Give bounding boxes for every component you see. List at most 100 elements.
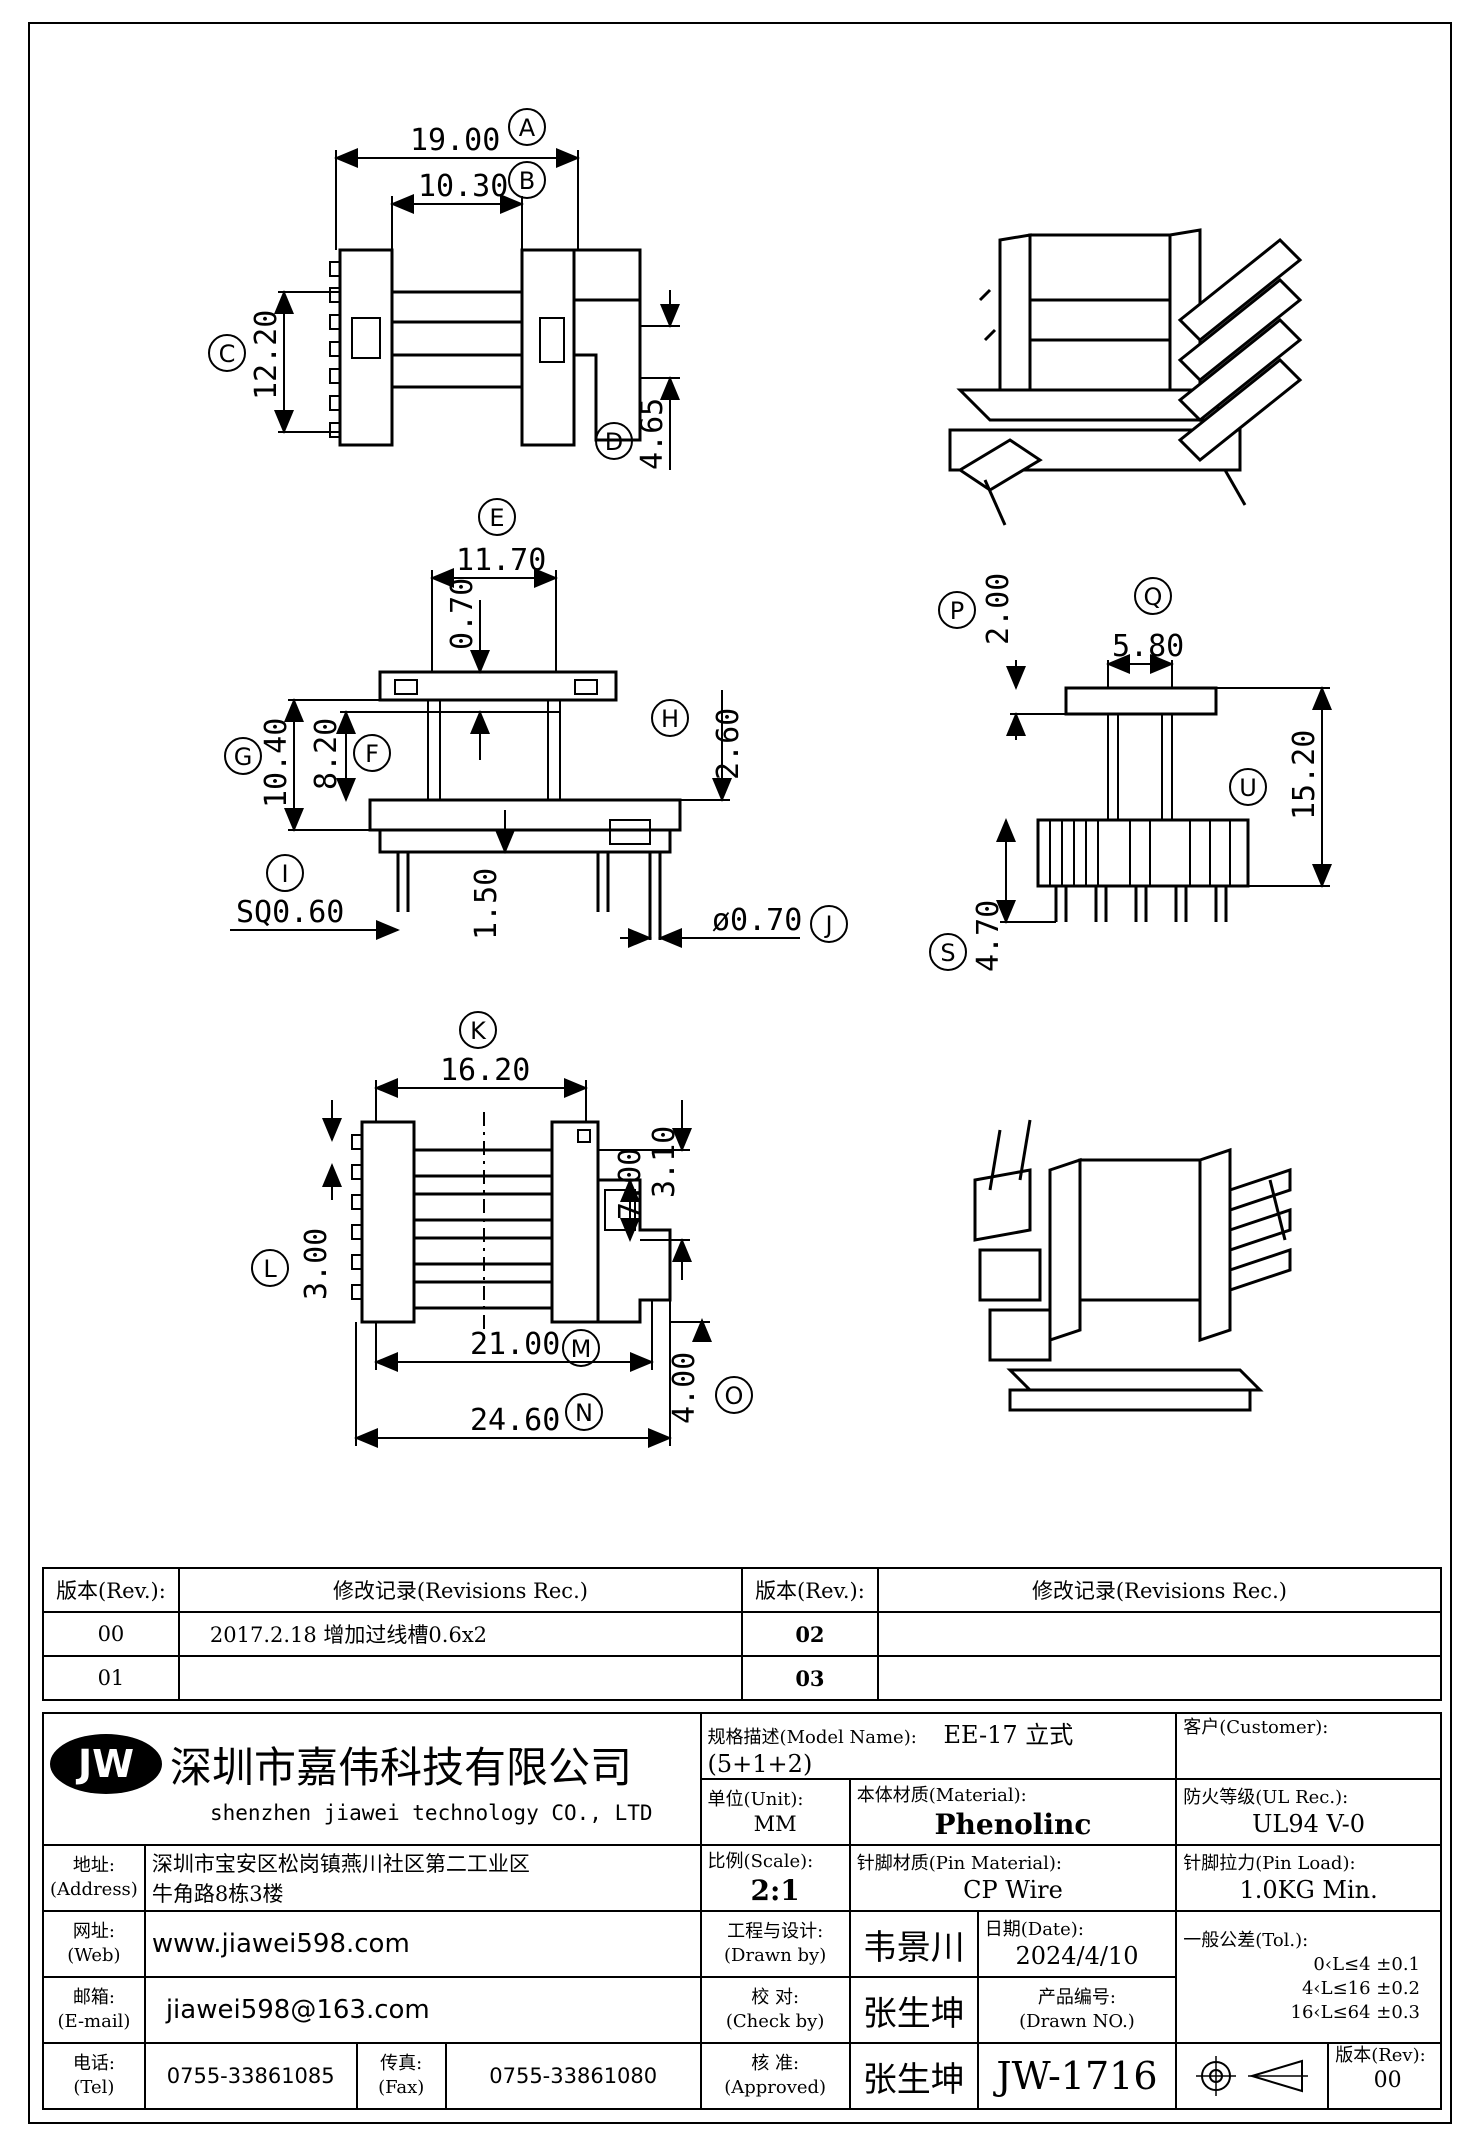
svg-text:O: O	[725, 1382, 744, 1410]
rev-cell: 01	[42, 1655, 180, 1701]
callout-D: D	[595, 422, 633, 460]
projection-rev-cell: 版本(Rev): 00	[1175, 2042, 1442, 2110]
address-line-2: 牛角路8栋3楼	[151, 1882, 284, 1906]
callout-F: F	[353, 734, 391, 772]
address-label-en: (Address)	[50, 1879, 138, 1900]
callout-E: E	[478, 498, 516, 536]
product-label-en: (Drawn NO.)	[1019, 2011, 1135, 2032]
company-name-cn: 深圳市嘉伟科技有限公司	[170, 1742, 633, 1792]
dim-pin-length-value: 1.50	[469, 868, 504, 940]
check-by-value: 张生坤	[848, 1976, 979, 2044]
svg-text:B: B	[519, 167, 535, 195]
email-link[interactable]: jiawei598@163.com	[143, 1976, 702, 2044]
callout-I: I	[266, 854, 304, 892]
callout-markers: A B C D E F G H I J P Q U S K L M N O	[208, 108, 1267, 1431]
callout-P: P	[938, 591, 976, 629]
tolerance-label: 一般公差(Tol.):	[1183, 1930, 1309, 1951]
svg-text:D: D	[605, 428, 623, 456]
technical-drawing: 19.00 10.30 12.20 4.65	[208, 108, 1332, 1448]
callout-A: A	[508, 108, 546, 146]
address-cell: 深圳市宝安区松岗镇燕川社区第二工业区牛角路8栋3楼	[143, 1844, 702, 1912]
dim-N-value: 24.60	[470, 1403, 560, 1438]
tolerance-row-2: 4‹L≤16 ±0.2	[1301, 1978, 1420, 1999]
rev-cell: 版本(Rev): 00	[1329, 2044, 1440, 2108]
tel-label-cell: 电话: (Tel)	[42, 2042, 146, 2110]
tel-label-en: (Tel)	[73, 2077, 115, 2098]
web-label: 网址:	[72, 1921, 115, 1942]
callout-K: K	[459, 1011, 497, 1049]
drawn-by-label: 工程与设计:	[727, 1921, 824, 1942]
email-label-cell: 邮箱: (E-mail)	[42, 1976, 146, 2044]
approved-label: 核 准:	[751, 2053, 800, 2074]
email-label: 邮箱:	[72, 1987, 115, 2008]
drawn-by-label-en: (Drawn by)	[724, 1945, 827, 1966]
svg-text:U: U	[1239, 774, 1257, 802]
svg-text:E: E	[489, 504, 504, 532]
drawn-by-label-cell: 工程与设计: (Drawn by)	[699, 1910, 851, 1978]
rec-cell-2	[876, 1611, 1443, 1657]
svg-text:A: A	[519, 114, 536, 142]
pin-material-cell: 针脚材质(Pin Material):CP Wire	[848, 1844, 1178, 1912]
svg-text:F: F	[365, 740, 379, 768]
pin-load-value: 1.0KG Min.	[1239, 1876, 1378, 1904]
tel-value: 0755-33861085	[143, 2042, 358, 2110]
svg-text:H: H	[661, 705, 679, 733]
product-label: 产品编号:	[1037, 1987, 1116, 2008]
email-label-en: (E-mail)	[57, 2011, 131, 2032]
address-label-cell: 地址: (Address)	[42, 1844, 146, 1912]
ul-value: UL94 V-0	[1252, 1810, 1366, 1838]
material-value: Phenolinc	[934, 1807, 1092, 1841]
web-label-en: (Web)	[67, 1945, 121, 1966]
callout-L: L	[251, 1249, 289, 1287]
check-by-label-en: (Check by)	[725, 2011, 825, 2032]
dim-C-value: 12.20	[249, 310, 284, 400]
dim-K-side1-value: 3.10	[647, 1126, 682, 1198]
model-label: 规格描述(Model Name):	[707, 1726, 917, 1748]
rev-cell-2: 03	[741, 1655, 879, 1701]
customer-cell: 客户(Customer):	[1175, 1712, 1442, 1780]
approved-value: 张生坤	[848, 2042, 979, 2110]
callout-C: C	[208, 334, 246, 372]
callout-S: S	[929, 933, 967, 971]
rev-header: 版本(Rev.):	[42, 1567, 180, 1613]
address-line-1: 深圳市宝安区松岗镇燕川社区第二工业区	[151, 1852, 530, 1876]
rev-value: 00	[1373, 2068, 1402, 2093]
material-cell: 本体材质(Material):Phenolinc	[848, 1778, 1178, 1846]
product-label-cell: 产品编号: (Drawn NO.)	[976, 1976, 1178, 2044]
website-link[interactable]: www.jiawei598.com	[143, 1910, 702, 1978]
table-row: 00 2017.2.18 增加过线槽0.6x2 02	[42, 1611, 1443, 1657]
isometric-view-1	[948, 228, 1303, 526]
svg-text:I: I	[281, 860, 288, 888]
date-value: 2024/4/10	[1015, 1942, 1139, 1970]
svg-text:P: P	[950, 597, 964, 625]
check-by-label: 校 对:	[751, 1987, 800, 2008]
dim-S-value: 4.70	[971, 900, 1006, 972]
ul-label: 防火等级(UL Rec.):	[1183, 1787, 1349, 1808]
projection-symbol-icon	[1177, 2044, 1330, 2108]
dim-D-value: 4.65	[635, 398, 670, 470]
callout-Q: Q	[1134, 577, 1172, 615]
dim-J-value: ø0.70	[712, 903, 802, 938]
unit-cell: 单位(Unit):MM	[699, 1778, 851, 1846]
bottom-view: 16.20 3.10 7.00 3.00 21.00 24.60 4.00	[299, 1053, 712, 1448]
svg-text:L: L	[263, 1255, 277, 1283]
address-label: 地址:	[72, 1855, 115, 1876]
callout-U: U	[1229, 768, 1267, 806]
tel-label: 电话:	[72, 2053, 115, 2074]
fax-label-cell: 传真:(Fax)	[355, 2042, 447, 2110]
company-name-en: shenzhen jiawei technology CO., LTD	[210, 1800, 653, 1825]
dim-M-value: 21.00	[470, 1327, 560, 1362]
callout-O: O	[715, 1376, 753, 1414]
callout-M: M	[562, 1329, 600, 1367]
rec-cell: 2017.2.18 增加过线槽0.6x2	[177, 1611, 744, 1657]
rec-header-2: 修改记录(Revisions Rec.)	[876, 1567, 1443, 1613]
dim-P-value: 2.00	[981, 573, 1016, 645]
rec-cell-2	[876, 1655, 1443, 1701]
material-label: 本体材质(Material):	[856, 1784, 1027, 1806]
fax-value: 0755-33861080	[444, 2042, 702, 2110]
tolerance-row-3: 16‹L≤64 ±0.3	[1290, 2002, 1420, 2023]
top-view: 19.00 10.30 12.20 4.65	[249, 123, 680, 470]
drawing-sheet-border	[28, 22, 1452, 2124]
company-logo: JW	[50, 1734, 162, 1794]
